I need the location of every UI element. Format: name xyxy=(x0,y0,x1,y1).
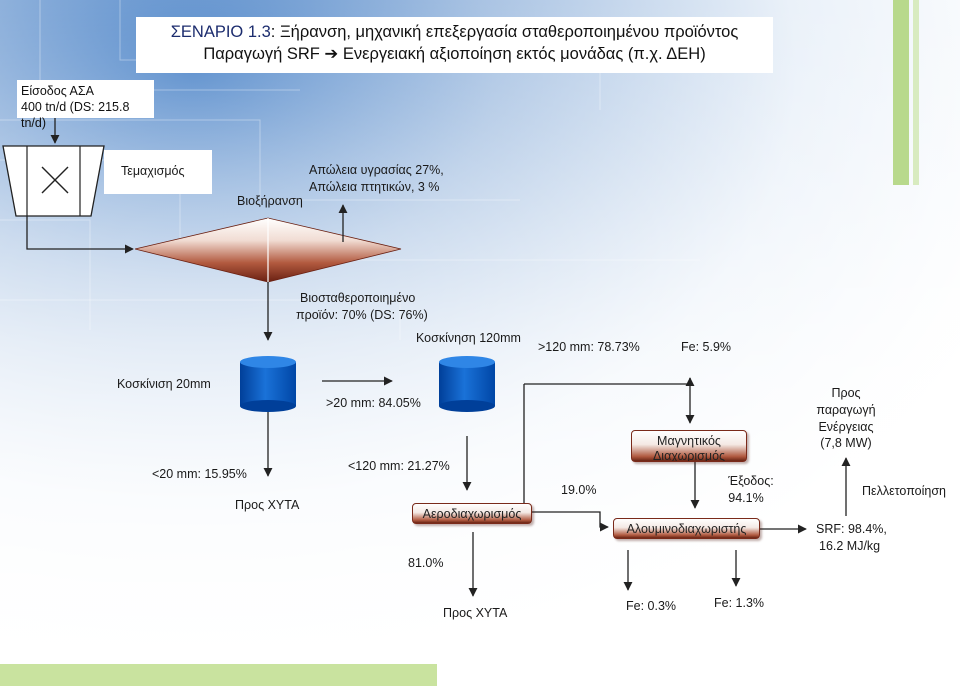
stabilized-line-1: Βιοσταθεροποιημένο xyxy=(300,291,416,305)
screen20-label: Κοσκίνιση 20mm xyxy=(117,377,211,391)
shredding-box xyxy=(104,150,212,194)
screen120-label: Κοσκίνηση 120mm xyxy=(416,331,521,345)
green-bar-right xyxy=(893,0,909,185)
air-classifier-light-label: 19.0% xyxy=(561,483,597,497)
energy-line-2: παραγωγή xyxy=(816,403,876,417)
screen120-over-label: >120 mm: 78.73% xyxy=(538,340,640,354)
aluminium-separator-box: Αλουμινοδιαχωριστής xyxy=(613,518,760,539)
energy-line-4: (7,8 MW) xyxy=(820,436,872,450)
title-line-2: Παραγωγή SRF ➔ Ενεργειακή αξιοποίηση εκτ… xyxy=(203,45,706,63)
air-classifier-heavy-label: 81.0% xyxy=(408,556,444,570)
screen20-landfill-label: Προς ΧΥΤΑ xyxy=(235,498,300,512)
air-classifier-landfill-label: Προς ΧΥΤΑ xyxy=(443,606,508,620)
drying-label: Βιοξήρανση xyxy=(237,194,303,208)
aluminium-exit-line-1: Έξοδος: xyxy=(728,474,774,488)
aluminium-exit-line-2: 94.1% xyxy=(728,491,764,505)
screen120-under-label: <120 mm: 21.27% xyxy=(348,459,450,473)
shredder-hopper-icon xyxy=(2,145,105,217)
green-bar-bottom xyxy=(0,664,437,686)
srf-line-2: 16.2 MJ/kg xyxy=(819,539,881,553)
stabilized-line-2: προϊόν: 70% (DS: 76%) xyxy=(296,308,428,322)
title-line-1: ΣΕΝΑΡΙΟ 1.3: Ξήρανση, μηχανική επεξεργασ… xyxy=(170,23,739,41)
pelletizing-label: Πελλετοποίηση xyxy=(862,484,947,498)
input-box: Είσοδος ΑΣΑ 400 tn/d (DS: 215.8 tn/d) xyxy=(17,80,154,130)
drying-loss-line-1: Απώλεια υγρασίας 27%, xyxy=(309,163,444,177)
srf-line-1: SRF: 98.4%, xyxy=(816,522,887,536)
screen-120mm-cylinder-icon xyxy=(439,356,495,412)
magnetic-separator-box: Μαγνητικός Διαχωρισμός xyxy=(631,430,747,462)
screen-20mm-cylinder-icon xyxy=(240,356,296,412)
aluminium-fe-right-label: Fe: 1.3% xyxy=(714,596,765,610)
magnetic-fe-label: Fe: 5.9% xyxy=(681,340,732,354)
air-classifier-box: Αεροδιαχωρισμός xyxy=(412,503,532,524)
input-rate: 400 tn/d (DS: 215.8 tn/d) xyxy=(21,100,130,130)
drying-loss-line-2: Απώλεια πτητικών, 3 % xyxy=(309,180,440,194)
aluminium-fe-left-label: Fe: 0.3% xyxy=(626,599,677,613)
screen20-under-label: <20 mm: 15.95% xyxy=(152,467,247,481)
energy-line-3: Ενέργειας xyxy=(818,420,874,434)
shredding-label: Τεμαχισμός xyxy=(121,164,185,178)
screen20-over-label: >20 mm: 84.05% xyxy=(326,396,421,410)
title-box: ΣΕΝΑΡΙΟ 1.3: Ξήρανση, μηχανική επεξεργασ… xyxy=(136,17,773,73)
input-label: Είσοδος ΑΣΑ xyxy=(21,84,94,98)
energy-line-1: Προς xyxy=(831,386,861,400)
